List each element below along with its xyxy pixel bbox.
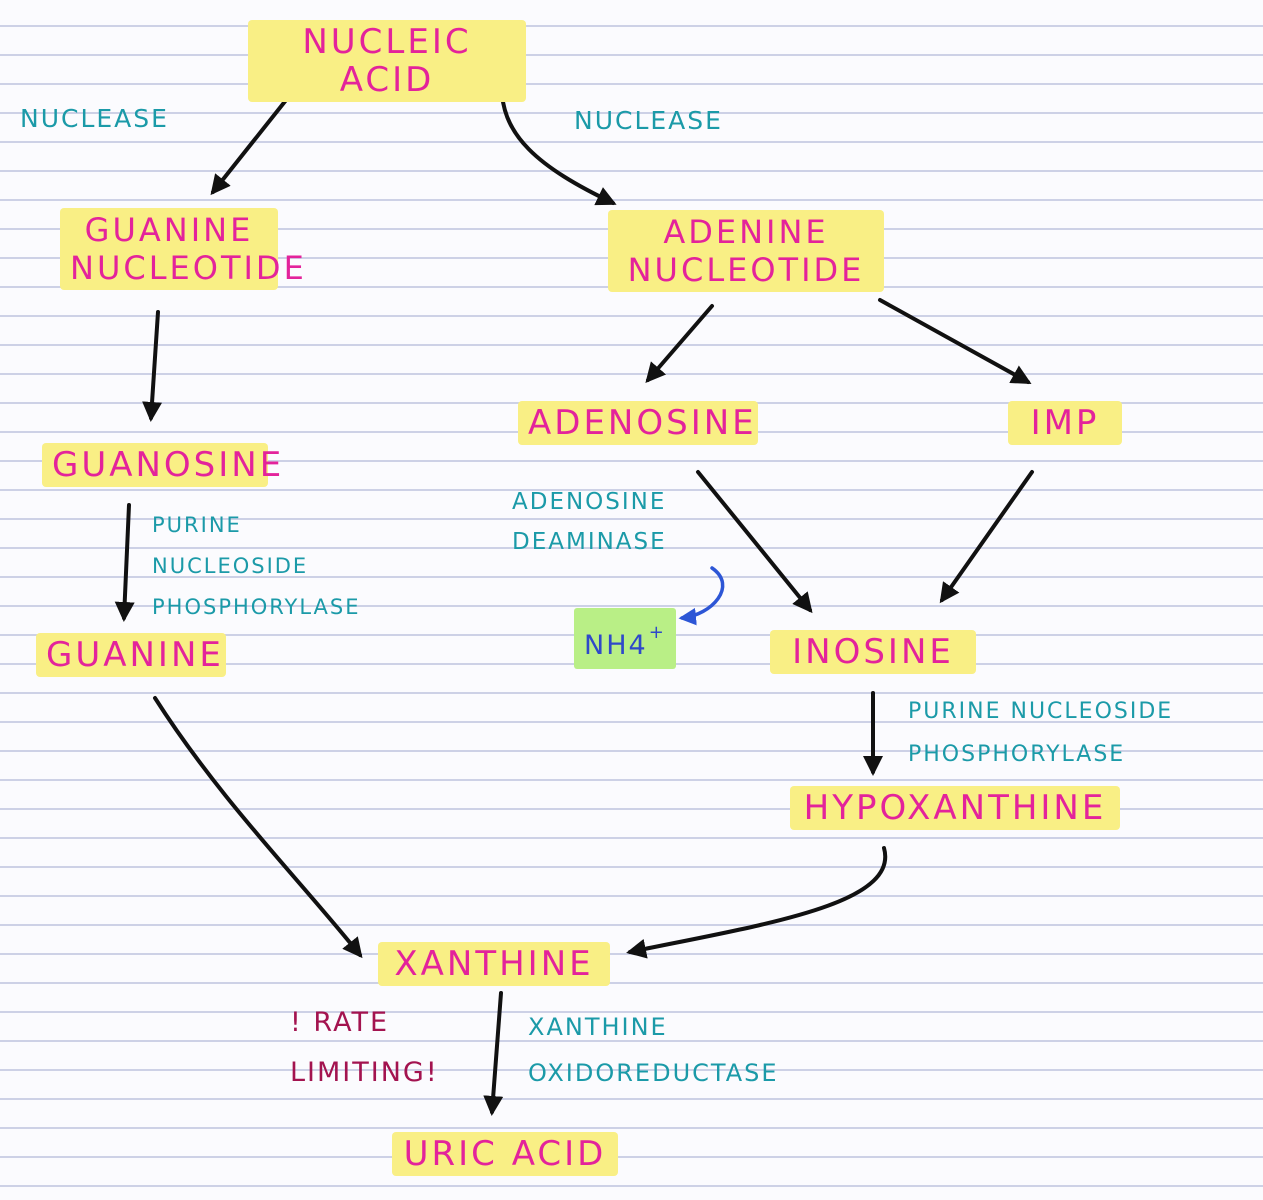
arrow-guanine-nucleotide-to-guanosine	[142, 310, 163, 422]
node-guanosine: GUANOSINE	[42, 443, 281, 487]
enzyme-purine-nucleoside-phosphorylase-left: PURINE NUCLEOSIDE PHOSPHORYLASE	[152, 513, 361, 619]
node-inosine: INOSINE	[770, 630, 976, 674]
node-guanine-nucleotide: GUANINE NUCLEOTIDE	[60, 208, 304, 290]
node-uric-acid: URIC ACID	[392, 1132, 618, 1176]
node-hypoxanthine: HYPOXANTHINE	[790, 786, 1120, 830]
arrow-adenosine-to-inosine	[696, 470, 813, 614]
ammonium-formula: NH4	[584, 630, 648, 661]
arrow-imp-to-inosine	[939, 470, 1034, 604]
enzyme-purine-nucleoside-phosphorylase-right: PURINE NUCLEOSIDE PHOSPHORYLASE	[908, 699, 1174, 767]
rate-limiting-note: ! RATE LIMITING!	[290, 1007, 439, 1088]
byproduct-ammonium: NH4+	[574, 608, 676, 669]
node-imp: IMP	[1008, 401, 1122, 445]
enzyme-xanthine-oxidoreductase: XANTHINE OXIDOREDUCTASE	[528, 1013, 779, 1087]
node-adenine-nucleotide: ADENINE NUCLEOTIDE	[608, 210, 884, 292]
node-xanthine: XANTHINE	[378, 942, 610, 986]
node-nucleic-acid: NUCLEIC ACID	[248, 20, 526, 102]
enzyme-nuclease-right: NUCLEASE	[574, 106, 723, 135]
arrow-guanine-to-xanthine	[153, 696, 363, 959]
arrow-hypoxanthine-to-xanthine	[626, 846, 888, 959]
arrow-guanosine-to-guanine	[114, 503, 135, 622]
arrow-adenine-nucleotide-to-adenosine	[645, 304, 714, 384]
node-guanine: GUANINE	[36, 633, 226, 677]
ammonium-charge: +	[648, 622, 666, 643]
arrow-xanthine-to-uric-acid	[483, 991, 504, 1116]
enzyme-nuclease-left: NUCLEASE	[20, 104, 169, 133]
enzyme-adenosine-deaminase: ADENOSINE DEAMINASE	[512, 489, 667, 555]
arrow-ammonium-release	[678, 566, 725, 626]
node-adenosine: ADENOSINE	[518, 401, 758, 445]
arrow-adenine-nucleotide-to-imp	[878, 298, 1032, 384]
